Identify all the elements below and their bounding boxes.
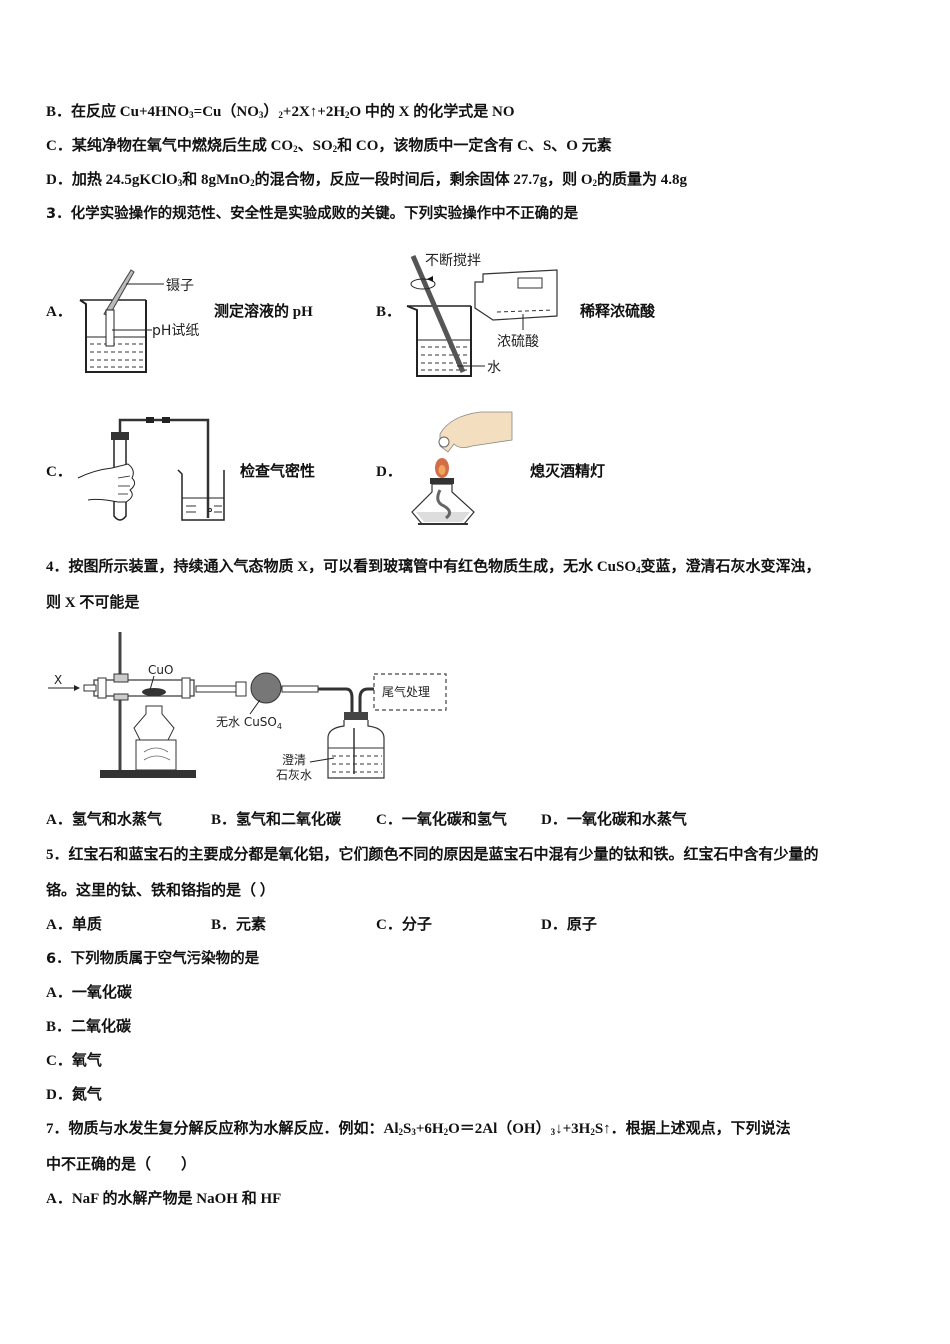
option-label: B． [46,104,72,120]
dilute-sulfuric-acid-figure: 不断搅拌 浓硫酸 水 [406,253,558,377]
tweezers-label: 镊子 [166,278,194,294]
q3-option-d-label: D． [376,464,402,480]
acid-label: 浓硫酸 [497,334,539,350]
q6-stem: 6．下列物质属于空气污染物的是 [46,951,260,967]
q3-option-a-caption: 测定溶液的 pH [214,304,313,320]
q6-option-b: B．二氧化碳 [46,1019,132,1035]
q5-option-b: B．元素 [211,917,267,933]
q3-option-c-caption: 检查气密性 [240,464,316,480]
q5-option-a: A．单质 [46,917,102,933]
inlet-label: X [54,673,62,687]
water-label: 水 [487,360,501,376]
q5-stem-line1: 5．红宝石和蓝宝石的主要成分都是氧化铝，它们颜色不同的原因是蓝宝石中混有少量的钛… [46,847,819,863]
q3-option-a-label: A． [46,304,72,320]
q2-option-c: C．某纯净物在氧气中燃烧后生成 CO2、SO2和 CO，该物质中一定含有 C、S… [46,138,612,154]
limewater-label-2: 石灰水 [276,768,312,782]
q3-stem: 3．化学实验操作的规范性、安全性是实验成败的关键。下列实验操作中不正确的是 [46,206,579,222]
option-label: D． [46,172,72,188]
q6-option-a: A．一氧化碳 [46,985,132,1001]
q3-option-d-caption: 熄灭酒精灯 [530,464,606,480]
q4-stem-line2: 则 X 不可能是 [46,595,140,611]
q4-option-c: C．一氧化碳和氢气 [376,812,507,828]
q6-option-c: C．氧气 [46,1053,102,1069]
q5-option-d: D．原子 [541,917,597,933]
cuso4-label: 无水 CuSO4 [216,715,282,731]
q3-option-b-label: B． [376,304,402,320]
q5-option-c: C．分子 [376,917,432,933]
alcohol-lamp-figure [411,411,513,525]
q7-stem-line2: 中不正确的是（ ） [46,1157,197,1173]
q4-option-d: D．一氧化碳和水蒸气 [541,812,687,828]
q3-option-b-caption: 稀释浓硫酸 [580,304,656,320]
q2-option-d: D．加热 24.5gKClO3和 8gMnO2的混合物，反应一段时间后，剩余固体… [46,172,688,188]
q5-options: A．单质 B．元素 C．分子 D．原子 [46,915,597,935]
q4-options: A．氢气和水蒸气 B．氢气和二氧化碳 C．一氧化碳和氢气 D．一氧化碳和水蒸气 [46,810,687,830]
ph-paper-label: pH试纸 [152,323,199,339]
option-label: C． [46,138,72,154]
q4-option-a: A．氢气和水蒸气 [46,812,162,828]
cuo-label: CuO [148,663,173,677]
ph-test-beaker-figure: 镊子 pH试纸 [79,269,199,373]
limewater-label-1: 澄清 [282,752,306,767]
q6-option-d: D．氮气 [46,1087,102,1103]
q3-option-c-label: C． [46,464,72,480]
q2-option-b: B．在反应 Cu+4HNO3=Cu（NO3）2+2X↑+2H2O 中的 X 的化… [46,104,515,120]
q5-stem-line2: 铬。这里的钛、铁和铬指的是（ ） [46,883,275,899]
q4-stem-line1: 4．按图所示装置，持续通入气态物质 X，可以看到玻璃管中有红色物质生成，无水 C… [46,559,821,575]
q7-option-a: A．NaF 的水解产物是 NaOH 和 HF [46,1191,282,1207]
gas-reaction-apparatus-figure: X CuO 无水 CuSO4 澄清 石灰水 尾气处理 [48,632,447,782]
q4-option-b: B．氢气和二氧化碳 [211,812,342,828]
q7-stem-line1: 7．物质与水发生复分解反应称为水解反应．例如：Al2S3+6H2O＝2Al（OH… [46,1121,791,1137]
stir-label: 不断搅拌 [425,253,481,269]
tail-gas-label: 尾气处理 [382,684,430,699]
airtightness-check-figure [77,417,225,521]
